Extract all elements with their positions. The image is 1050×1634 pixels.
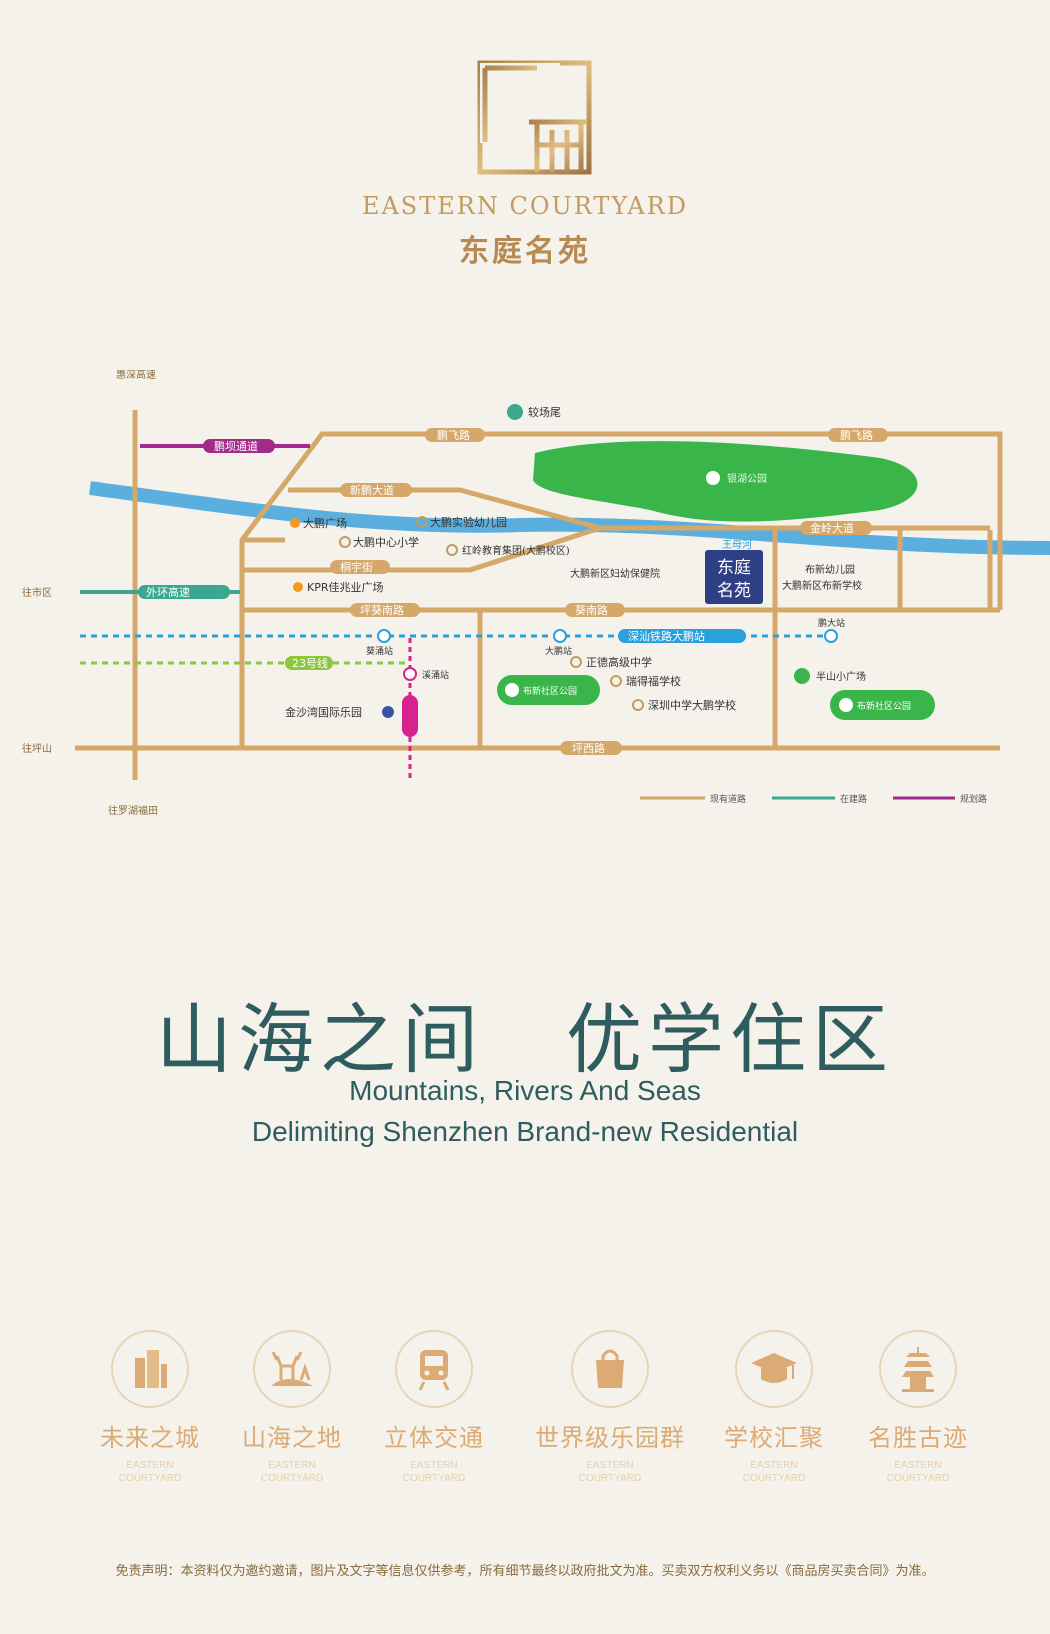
station-label: 大鹏站 [545,645,572,657]
park-area [533,441,918,522]
place-label: 大鹏新区布新学校 [782,579,862,592]
svg-text:规划路: 规划路 [960,793,987,805]
svg-text:布新社区公园: 布新社区公园 [857,700,911,712]
place-label: KPR佳兆业广场 [307,580,384,594]
place-label: 布新幼儿园 [805,563,855,576]
project-label: 东庭 [717,558,751,578]
place-label: 正德高级中学 [586,655,652,669]
building-icon [111,1330,189,1408]
subtitle-line-1: Mountains, Rivers And Seas [349,1075,701,1106]
station-label: 溪涌站 [422,669,449,681]
road-label: 鹏飞路 [437,429,470,442]
station-label: 鹏大站 [818,617,845,629]
road-label: 桐宇街 [340,560,373,574]
brand-chinese: 东庭名苑 [459,234,591,269]
place-label: 较场尾 [528,405,561,419]
place-label: 金沙湾国际乐园 [285,705,362,719]
road-label: 金岭大道 [810,521,854,535]
park-pill [497,675,600,705]
place-label: 瑞得福学校 [626,674,681,688]
place-label: 半山小广场 [816,670,866,683]
location-map: 银湖公园 惠深高速 往罗湖福田 往市区 往坪 [22,370,1050,817]
pagoda-icon [879,1330,957,1408]
road-label: 坪西路 [572,742,605,755]
road-label: 鹏坝通道 [214,439,258,453]
road-label: 深汕铁路大鹏站 [628,629,705,643]
svg-text:在建路: 在建路 [840,793,867,805]
place-label: 大鹏中心小学 [353,535,419,549]
train-icon [395,1330,473,1408]
svg-text:布新社区公园: 布新社区公园 [523,685,577,697]
project-marker [705,550,763,604]
logo-mark-icon [477,60,592,175]
place-label: 大鹏实验幼儿园 [430,515,507,529]
headline: 山海之间 优学住区 [156,995,894,1084]
road-label: 惠深高速 [116,370,156,381]
graduation-cap-icon [735,1330,813,1408]
place-label: 红岭教育集团(大鹏校区) [462,544,570,557]
place-label: 王母河 [722,539,752,551]
station-label: 葵涌站 [366,645,393,657]
road-label: 鹏飞路 [840,429,873,442]
road-label: 往坪山 [22,742,52,755]
road-label: 23号线 [292,656,328,670]
park-pill [830,690,935,720]
svg-text:名苑: 名苑 [717,581,751,601]
road-label: 往市区 [22,586,52,599]
road-label: 新鹏大道 [350,483,394,497]
road-label: 外环高速 [146,585,190,599]
subtitle-line-2: Delimiting Shenzhen Brand-new Residentia… [251,1116,799,1147]
svg-text:现有道路: 现有道路 [710,793,746,805]
place-label: 大鹏新区妇幼保健院 [570,567,660,580]
brand-english: EASTERN COURTYARD [361,192,689,220]
tree-icon [706,471,720,485]
bag-icon [571,1330,649,1408]
road-label: 坪葵南路 [360,604,404,617]
map-legend: 现有道路 在建路 规划路 [640,793,987,805]
place-label: 大鹏广场 [303,516,347,530]
park-label: 银湖公园 [727,472,767,485]
road-label: 往罗湖福田 [108,804,158,817]
place-label: 深圳中学大鹏学校 [648,698,736,712]
deer-icon [253,1330,331,1408]
disclaimer: 免责声明：本资料仅为邀约邀请，图片及文字等信息仅供参考，所有细节最终以政府批文为… [115,1564,935,1579]
road-label: 葵南路 [575,604,608,617]
